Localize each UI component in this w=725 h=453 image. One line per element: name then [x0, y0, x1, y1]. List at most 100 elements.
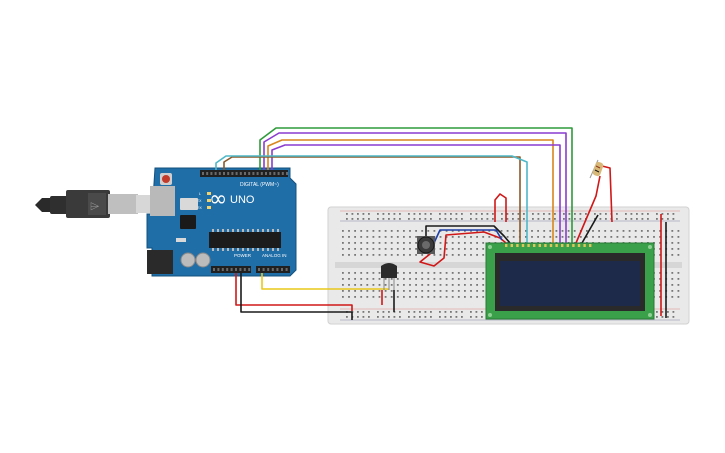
breadboard-hole — [433, 296, 436, 298]
usb-cable[interactable]: ⌲ — [35, 190, 158, 218]
breadboard-hole — [476, 290, 478, 292]
breadboard-hole — [396, 230, 399, 232]
lcd-pin — [521, 244, 525, 247]
breadboard-hole — [378, 254, 381, 256]
header-pin — [286, 172, 288, 175]
breadboard-hole — [378, 278, 381, 280]
breadboard-hole — [482, 272, 485, 274]
breadboard-hole — [396, 242, 399, 244]
breadboard-hole — [470, 290, 472, 292]
breadboard-hole — [348, 290, 350, 292]
breadboard-hole — [457, 296, 460, 298]
arduino-uno[interactable]: DIGITAL (PWM~) ∞ UNO L TX RX POWER ANALO… — [146, 167, 297, 277]
header-pin — [248, 268, 251, 271]
breadboard-hole — [384, 230, 387, 232]
breadboard-hole — [421, 272, 424, 274]
breadboard-hole — [415, 242, 417, 244]
breadboard-hole — [455, 218, 458, 220]
chip-pin — [212, 248, 214, 251]
breadboard-hole — [464, 272, 466, 274]
breadboard-hole — [554, 213, 556, 215]
header-pin — [276, 268, 279, 271]
breadboard-hole — [667, 213, 669, 215]
breadboard-hole — [409, 254, 411, 256]
breadboard-hole — [455, 316, 458, 318]
breadboard-hole — [481, 213, 483, 215]
breadboard-hole — [384, 248, 387, 250]
wires[interactable] — [215, 127, 667, 320]
breadboard-hole — [671, 278, 674, 280]
breadboard-hole — [659, 230, 661, 232]
breadboard-hole — [451, 230, 454, 232]
breadboard-hole — [554, 218, 556, 220]
chip-pin — [277, 248, 279, 251]
breadboard-hole — [427, 296, 430, 298]
breadboard-hole — [671, 230, 674, 232]
breadboard-hole — [659, 284, 661, 286]
header-pin — [271, 268, 274, 271]
lcd-16x2[interactable] — [485, 242, 655, 320]
breadboard-hole — [574, 218, 576, 220]
breadboard-hole — [671, 236, 674, 238]
lcd-pin — [533, 244, 536, 247]
wire-cyan — [215, 155, 528, 243]
breadboard-hole — [388, 218, 390, 220]
breadboard-hole — [421, 284, 424, 286]
breadboard-hole — [461, 311, 463, 313]
breadboard-hole — [351, 213, 354, 215]
wire-red-lcd-a — [575, 175, 601, 244]
breadboard-hole — [372, 290, 375, 292]
breadboard-hole — [677, 230, 680, 232]
breadboard-hole — [439, 213, 441, 215]
header-pin — [243, 268, 246, 271]
breadboard-hole — [445, 248, 448, 250]
breadboard-hole — [506, 218, 509, 220]
breadboard-hole — [439, 290, 442, 292]
breadboard-hole — [384, 236, 387, 238]
breadboard-hole — [450, 213, 452, 215]
breadboard-hole — [384, 284, 387, 286]
lcd-pin — [516, 244, 519, 247]
breadboard-hole — [616, 218, 618, 220]
resistor[interactable] — [589, 159, 604, 179]
breadboard-hole — [598, 230, 600, 232]
breadboard-hole — [451, 284, 454, 286]
potentiometer[interactable] — [417, 236, 435, 254]
header-pin — [214, 172, 217, 175]
breadboard-hole — [399, 316, 401, 318]
breadboard-hole — [622, 236, 625, 238]
breadboard-hole — [677, 248, 680, 250]
header-pin — [218, 172, 221, 175]
breadboard-hole — [409, 272, 411, 274]
header-pin — [213, 268, 215, 271]
breadboard-hole — [647, 218, 649, 220]
breadboard-hole — [661, 316, 664, 318]
breadboard-hole — [433, 254, 436, 256]
breadboard-hole — [378, 248, 381, 250]
breadboard-hole — [421, 290, 424, 292]
breadboard-hole — [430, 218, 432, 220]
breadboard-hole — [476, 248, 478, 250]
breadboard-hole — [482, 248, 485, 250]
breadboard-hole — [486, 213, 489, 215]
breadboard-hole — [634, 230, 637, 232]
breadboard-hole — [390, 290, 393, 292]
breadboard-hole — [403, 242, 405, 244]
breadboard-hole — [455, 213, 458, 215]
breadboard-hole — [628, 230, 631, 232]
breadboard-hole — [433, 290, 436, 292]
breadboard-hole — [409, 284, 411, 286]
breadboard-hole — [424, 311, 427, 313]
breadboard-hole — [464, 296, 466, 298]
breadboard-hole — [342, 290, 344, 292]
breadboard-hole — [368, 316, 370, 318]
breadboard-hole — [445, 284, 448, 286]
breadboard-hole — [390, 296, 393, 298]
breadboard-hole — [342, 230, 344, 232]
temperature-sensor[interactable] — [381, 263, 397, 290]
breadboard-hole — [476, 278, 478, 280]
usb-port — [150, 186, 175, 216]
breadboard-hole — [656, 213, 658, 215]
atmega-chip — [209, 232, 281, 248]
